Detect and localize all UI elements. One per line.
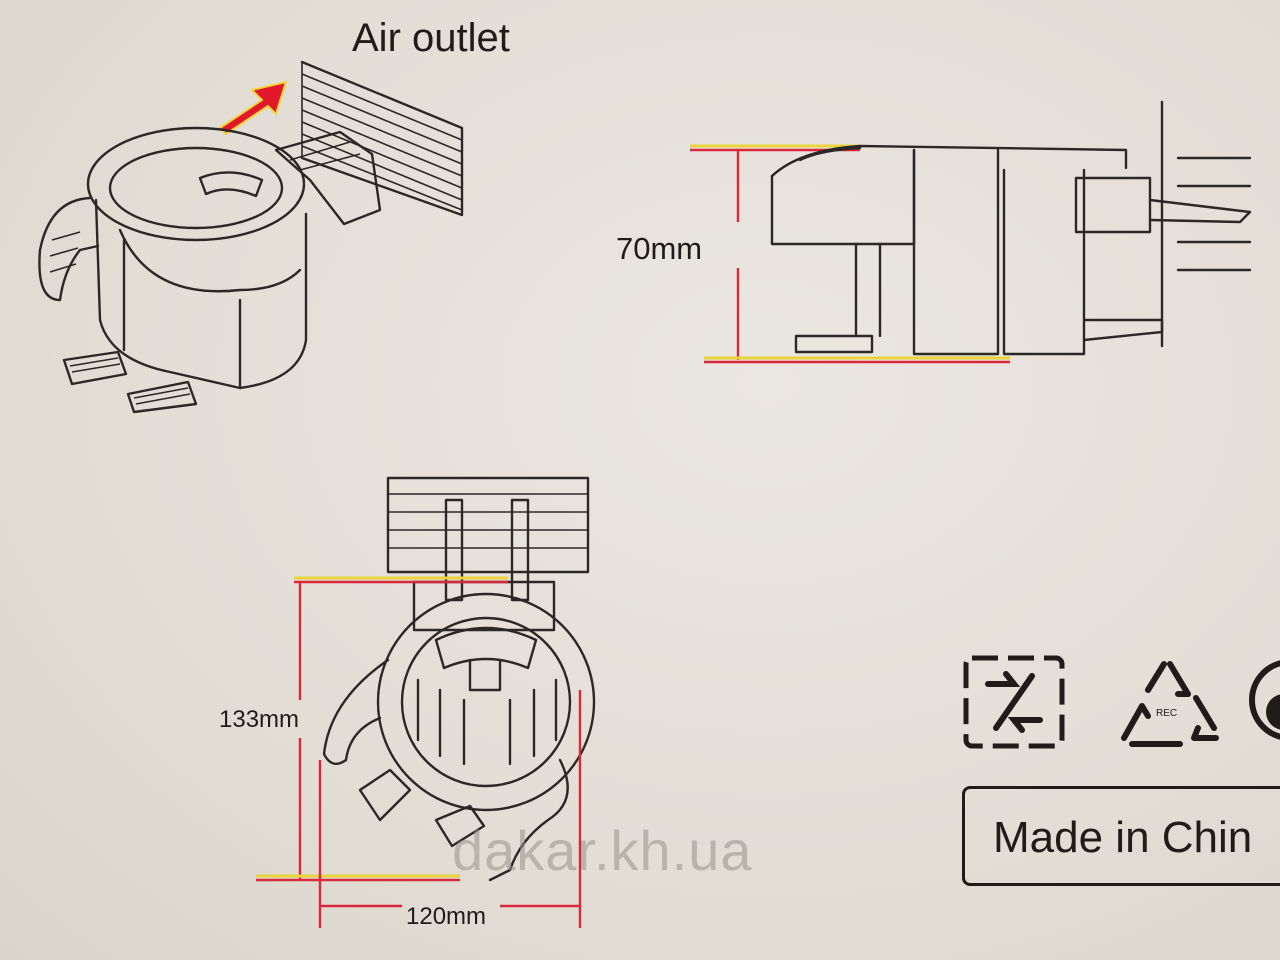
width-120mm-label: 120mm (406, 903, 487, 930)
height-133mm-label: 133mm (219, 706, 300, 733)
air-outlet-label: Air outlet (352, 16, 510, 60)
made-in-box: Made in Chin (962, 786, 1280, 886)
watermark: dakar.kh.ua (452, 819, 753, 882)
air-vent-perspective (300, 60, 464, 217)
recycle-box-icon (963, 655, 1065, 749)
height-70mm-label: 70mm (616, 231, 703, 266)
made-in-label: Made in Chin (993, 813, 1253, 862)
rec-label: REC (1156, 708, 1177, 719)
perspective-view (38, 60, 464, 414)
top-view (256, 476, 596, 928)
recycle-rec-icon: REC (1121, 661, 1219, 747)
partial-circle-icon (1249, 660, 1280, 740)
direction-arrow (218, 80, 288, 136)
cup-holder-perspective (38, 126, 308, 414)
side-view (690, 100, 1252, 364)
